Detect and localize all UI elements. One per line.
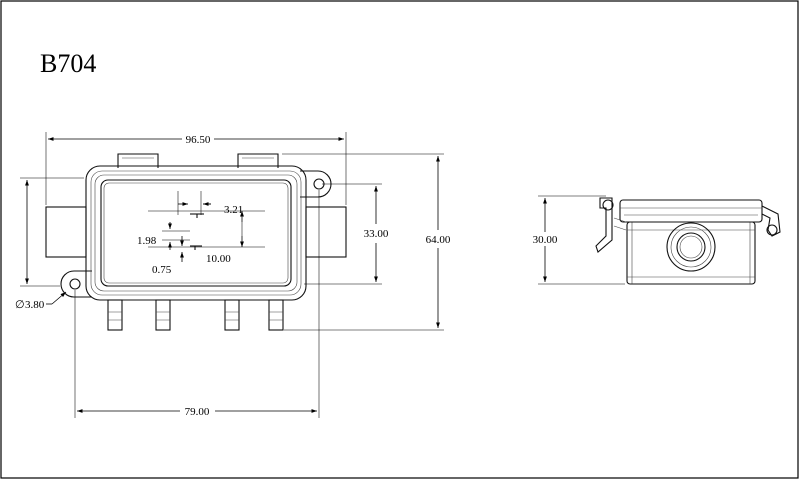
top-clip-left [117,153,159,168]
dim-hole-diameter: 3.80 [25,299,45,311]
side-latch-right [761,205,781,237]
terminal-pin [224,299,240,331]
terminal-pin [107,299,123,331]
right-side-tab [305,206,347,258]
terminal-pin [268,299,284,331]
part-number-title: B704 [40,49,96,78]
dim-terminal-thickness: 0.75 [152,264,172,276]
dim-terminal-offset: 1.98 [137,235,157,247]
housing-outer [85,165,307,301]
left-side-tab [45,206,87,258]
dim-terminal-pitch: 10.00 [206,253,231,265]
side-view [595,197,781,285]
side-view-dimensions: 30.00 [533,195,625,285]
housing-rim [90,170,302,296]
mounting-ear-left [60,270,92,298]
dim-overall-width: 96.50 [186,134,211,146]
top-clip-right [237,153,279,168]
top-view [45,153,347,331]
hole-diameter-symbol: ∅ [15,299,25,311]
side-port-outer [666,222,716,272]
dim-terminal-gap: 3.21 [224,204,243,216]
lid-outline [100,179,292,287]
terminal-pins [107,299,284,331]
top-view-dimensions: 96.50 33.00 64.00 79.00 ∅ 3.80 3.21 [15,132,451,418]
dim-overall-height: 64.00 [426,234,451,246]
side-body [626,221,756,285]
dim-body-height: 33.00 [364,228,389,240]
dim-side-height: 30.00 [533,234,558,246]
side-lid [619,199,763,223]
side-port-inner [676,232,706,262]
dim-mount-spacing: 79.00 [185,406,210,418]
mounting-hole-left [69,278,81,290]
terminal-pin [155,299,171,331]
side-latch-left [595,197,613,253]
